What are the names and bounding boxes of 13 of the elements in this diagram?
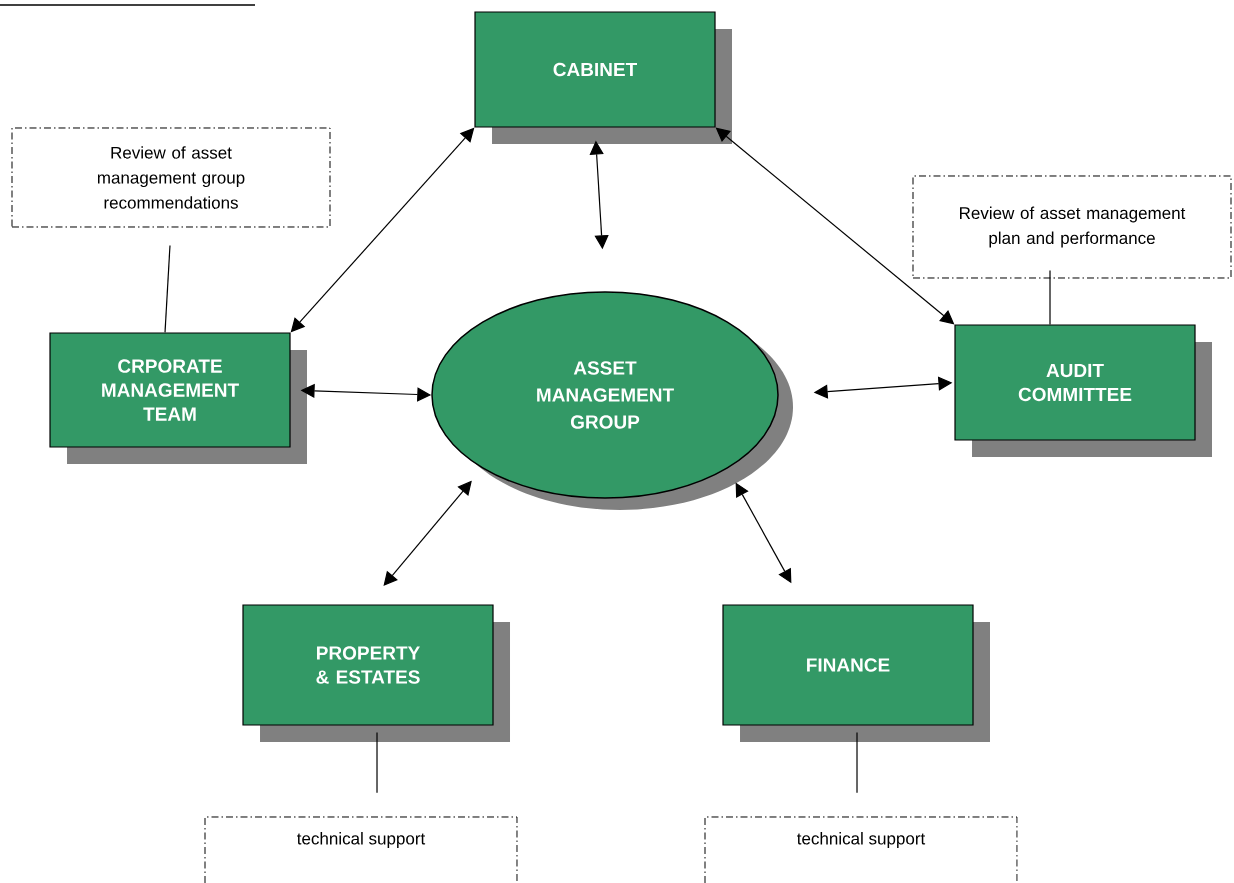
note-box: Review of asset management group recommendations bbox=[11, 127, 331, 228]
process-box: PROPERTY & ESTATES bbox=[242, 604, 510, 742]
note-box: technical support bbox=[204, 816, 518, 883]
process-box: AUDIT COMMITTEE bbox=[954, 324, 1212, 457]
note-box: Review of asset management plan and performance bbox=[912, 175, 1232, 279]
note-box: technical support bbox=[704, 816, 1018, 883]
connector-line bbox=[1049, 269, 1051, 325]
connector-line bbox=[856, 732, 858, 794]
process-box: FINANCE bbox=[722, 604, 990, 742]
process-box: CRPORATE MANAGEMENT TEAM bbox=[49, 332, 307, 464]
connector-line bbox=[376, 732, 378, 794]
process-box: CABINET bbox=[474, 11, 732, 144]
connector-line bbox=[164, 244, 171, 333]
